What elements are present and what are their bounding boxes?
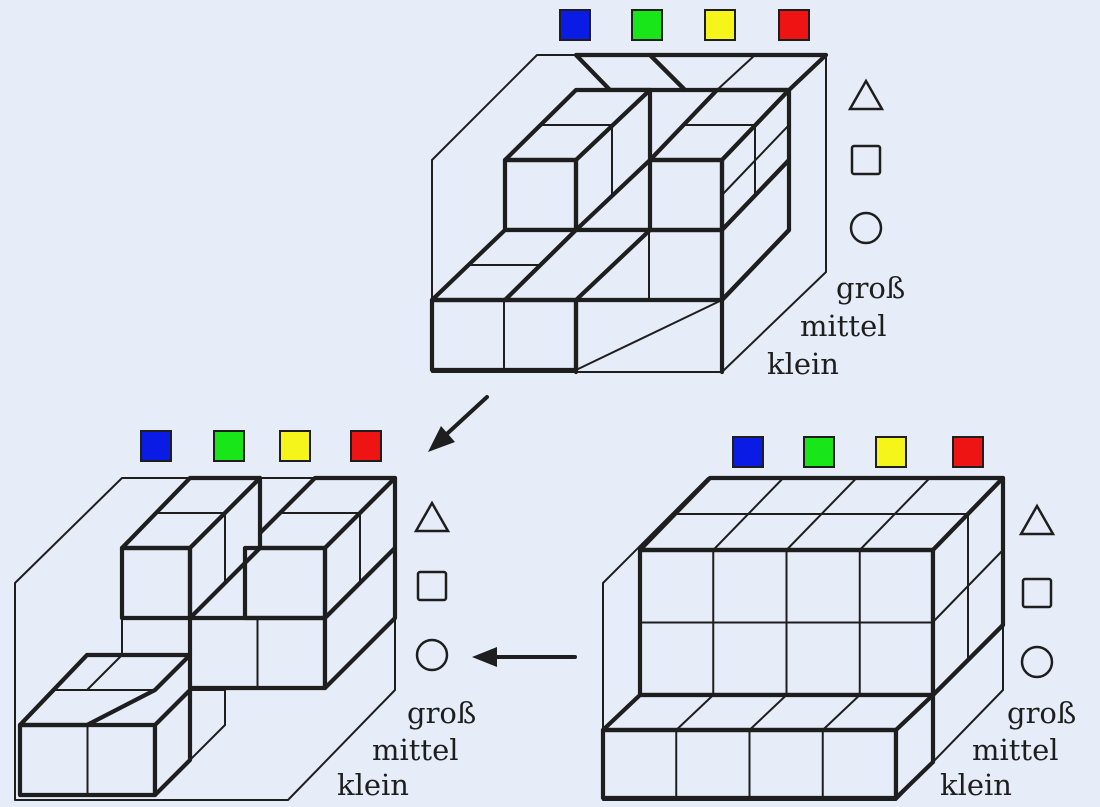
arrows bbox=[428, 395, 577, 667]
size-label-gross: groß bbox=[407, 696, 476, 730]
circle-icon bbox=[849, 211, 883, 245]
color-swatch-red bbox=[350, 430, 382, 462]
face bbox=[322, 545, 398, 691]
color-swatch-yellow bbox=[279, 430, 311, 462]
size-label-klein: klein bbox=[767, 347, 839, 381]
edge-line bbox=[721, 124, 790, 196]
edge-line bbox=[86, 654, 123, 691]
size-label-mittel: mittel bbox=[372, 733, 459, 767]
panel-top: groß mittel klein bbox=[429, 9, 905, 381]
triangle-icon bbox=[413, 500, 451, 533]
color-swatch-blue bbox=[559, 9, 591, 41]
color-swatch-yellow bbox=[704, 9, 736, 41]
color-swatch-green bbox=[213, 430, 245, 462]
color-swatch-red bbox=[778, 9, 810, 41]
color-swatch-blue bbox=[732, 436, 764, 468]
size-label-klein: klein bbox=[337, 768, 409, 802]
size-label-gross: groß bbox=[836, 271, 905, 305]
edge-line bbox=[821, 694, 861, 731]
face bbox=[242, 545, 328, 621]
size-label-mittel: mittel bbox=[972, 733, 1059, 767]
color-swatch-green bbox=[631, 9, 663, 41]
edge-line bbox=[748, 694, 788, 731]
face bbox=[647, 52, 829, 93]
circle-icon bbox=[1020, 645, 1054, 679]
face bbox=[575, 299, 723, 373]
color-swatch-yellow bbox=[875, 436, 907, 468]
edge-line bbox=[712, 477, 785, 551]
edge-line bbox=[675, 694, 715, 731]
face bbox=[502, 157, 579, 233]
arrowhead-left-icon bbox=[472, 647, 497, 667]
face bbox=[893, 692, 936, 801]
color-swatch-blue bbox=[140, 430, 172, 462]
face bbox=[647, 157, 725, 233]
square-icon bbox=[416, 570, 448, 602]
size-label-gross: groß bbox=[1007, 696, 1076, 730]
edge-line bbox=[858, 477, 931, 551]
square-icon bbox=[850, 144, 882, 176]
color-swatch-green bbox=[803, 436, 835, 468]
edge-line bbox=[719, 227, 792, 303]
square-icon bbox=[1021, 577, 1053, 609]
container-frame bbox=[14, 477, 396, 801]
face bbox=[152, 687, 193, 798]
edge-line bbox=[189, 547, 261, 619]
circle-icon bbox=[415, 638, 449, 672]
triangle-icon bbox=[1018, 503, 1056, 536]
face bbox=[119, 545, 193, 621]
edge-line bbox=[930, 622, 1006, 698]
edge-line bbox=[716, 54, 756, 91]
size-label-mittel: mittel bbox=[800, 309, 887, 343]
triangle-icon bbox=[847, 78, 885, 111]
edge-line bbox=[932, 549, 1004, 623]
color-swatch-red bbox=[952, 436, 984, 468]
size-label-klein: klein bbox=[940, 768, 1012, 802]
edge-line bbox=[785, 477, 858, 551]
arrowhead-diagonal-icon bbox=[428, 426, 455, 452]
